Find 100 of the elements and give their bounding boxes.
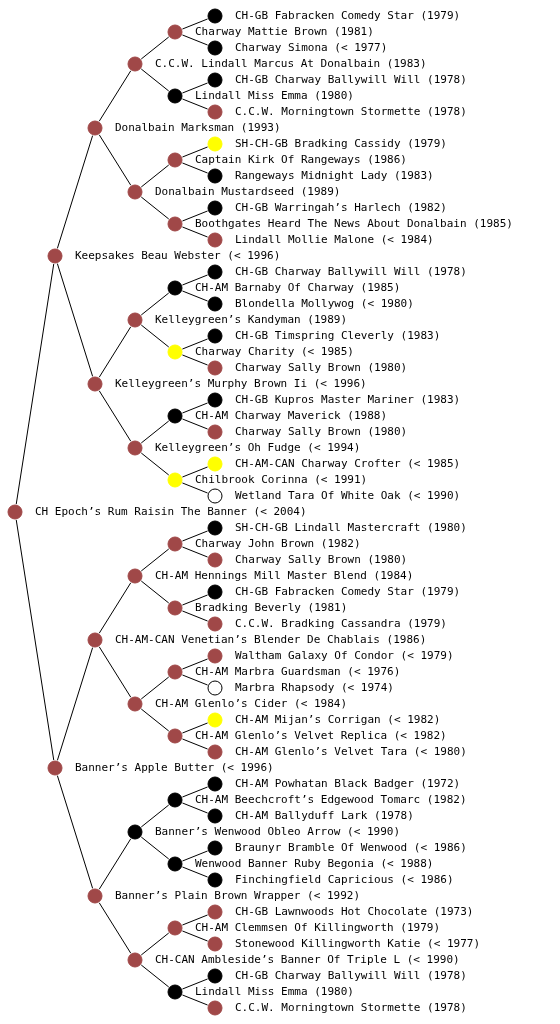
dog-name: Lindall Miss Emma (1980) <box>195 985 354 999</box>
dog-name: Marbra Rhapsody (< 1974) <box>235 681 394 695</box>
dog-name: CH-GB Fabracken Comedy Star (1979) <box>235 9 461 23</box>
dog-name: Wenwood Banner Ruby Begonia (< 1988) <box>195 857 434 871</box>
pedigree-line <box>98 390 132 442</box>
pedigree-line <box>140 580 170 604</box>
dog-name: CH-AM Ballyduff Lark (1978) <box>235 809 414 823</box>
pedigree-line <box>181 146 209 158</box>
pedigree-line <box>181 738 209 750</box>
pedigree-line <box>140 548 170 572</box>
pedigree-line <box>181 994 209 1006</box>
pedigree-line <box>181 274 209 286</box>
dog-name: Charway Sally Brown (1980) <box>235 553 408 567</box>
pedigree-line <box>181 226 209 238</box>
dog-name: CH-GB Charway Ballywill Will (1978) <box>235 265 467 279</box>
pedigree-line <box>181 210 209 222</box>
pedigree-line <box>181 866 209 878</box>
dog-name: SH-CH-GB Bradking Cassidy (1979) <box>235 137 447 151</box>
dog-name: CH-GB Charway Ballywill Will (1978) <box>235 969 467 983</box>
dog-name: CH-AM Beechcroft’s Edgewood Tomarc (1982) <box>195 793 467 807</box>
pedigree-line <box>181 34 209 46</box>
pedigree-line <box>181 978 209 990</box>
pedigree-line <box>140 932 170 956</box>
pedigree-line <box>181 850 209 862</box>
dog-name: Stonewood Killingworth Katie (< 1977) <box>235 937 481 951</box>
dog-name: CH-AM Charway Maverick (1988) <box>195 409 388 423</box>
dog-name: Charway John Brown (1982) <box>195 537 361 551</box>
dog-name: Charway Charity (< 1985) <box>195 345 354 359</box>
pedigree-line <box>181 930 209 942</box>
dog-name: CH-GB Fabracken Comedy Star (1979) <box>235 585 461 599</box>
dog-name: CH-AM Marbra Guardsman (< 1976) <box>195 665 401 679</box>
dog-name: CH-AM Barnaby Of Charway (1985) <box>195 281 401 295</box>
dog-name: Rangeways Midnight Lady (1983) <box>235 169 434 183</box>
dog-name: Lindall Mollie Malone (< 1984) <box>235 233 434 247</box>
pedigree-line <box>98 70 132 122</box>
pedigree-line <box>181 162 209 174</box>
dog-name: Kelleygreen’s Kandyman (1989) <box>155 313 348 327</box>
pedigree-line <box>140 804 170 828</box>
dog-name: C.C.W. Morningtown Stormette (1978) <box>235 1001 467 1015</box>
pedigree-line <box>181 466 209 478</box>
dog-name: Kelleygreen’s Oh Fudge (< 1994) <box>155 441 361 455</box>
dog-name: Waltham Galaxy Of Condor (< 1979) <box>235 649 454 663</box>
dog-name: CH Epoch’s Rum Raisin The Banner (< 2004) <box>35 505 307 519</box>
pedigree-line <box>98 838 132 890</box>
dog-name: CH-AM Mijan’s Corrigan (< 1982) <box>235 713 441 727</box>
dog-name: CH-AM Hennings Mill Master Blend (1984) <box>155 569 414 583</box>
pedigree-line <box>181 82 209 94</box>
pedigree-line <box>181 482 209 494</box>
dog-name: Charway Mattie Brown (1981) <box>195 25 374 39</box>
dog-name: Banner’s Wenwood Obleo Arrow (< 1990) <box>155 825 401 839</box>
dog-name: CH-GB Lawnwoods Hot Chocolate (1973) <box>235 905 474 919</box>
dog-name: CH-GB Kupros Master Mariner (1983) <box>235 393 461 407</box>
pedigree-line <box>140 836 170 860</box>
pedigree-line <box>140 324 170 348</box>
pedigree-line <box>140 676 170 700</box>
dog-name: Banner’s Apple Butter (< 1996) <box>75 761 274 775</box>
pedigree-line <box>56 775 94 889</box>
dog-name: CH-GB Timspring Cleverly (1983) <box>235 329 441 343</box>
pedigree-line <box>181 594 209 606</box>
dog-name: Lindall Miss Emma (1980) <box>195 89 354 103</box>
pedigree-line <box>181 786 209 798</box>
dog-name: Blondella Mollywog (< 1980) <box>235 297 414 311</box>
dog-name: Finchingfield Capricious (< 1986) <box>235 873 454 887</box>
dog-name: Banner’s Plain Brown Wrapper (< 1992) <box>115 889 361 903</box>
pedigree-line <box>181 914 209 926</box>
pedigree-line <box>181 402 209 414</box>
dog-name: CH-AM-CAN Charway Crofter (< 1985) <box>235 457 461 471</box>
dog-name: CH-AM Glenlo’s Velvet Replica (< 1982) <box>195 729 447 743</box>
pedigree-line <box>15 263 55 505</box>
pedigree-line <box>140 164 170 188</box>
pedigree-line <box>181 338 209 350</box>
pedigree-line <box>98 326 132 378</box>
pedigree-line <box>181 18 209 30</box>
pedigree-line <box>140 452 170 476</box>
dog-name: CH-CAN Ambleside’s Banner Of Triple L (< 1990) <box>155 953 460 967</box>
pedigree-line <box>181 98 209 110</box>
pedigree-line <box>140 708 170 732</box>
pedigree-line <box>181 802 209 814</box>
pedigree-line <box>181 354 209 366</box>
pedigree-line <box>181 290 209 302</box>
pedigree-line <box>140 292 170 316</box>
dog-name: Captain Kirk Of Rangeways (1986) <box>195 153 407 167</box>
dog-name: Keepsakes Beau Webster (< 1996) <box>75 249 281 263</box>
dog-name: Boothgates Heard The News About Donalbain (1985) <box>195 217 513 231</box>
pedigree-line <box>181 674 209 686</box>
pedigree-line <box>181 610 209 622</box>
dog-name: Donalbain Marksman (1993) <box>115 121 281 135</box>
pedigree-line <box>181 530 209 542</box>
dog-name: Charway Simona (< 1977) <box>235 41 388 55</box>
pedigree-line <box>98 902 132 954</box>
dog-name: C.C.W. Lindall Marcus At Donalbain (1983) <box>155 57 427 71</box>
pedigree-line <box>140 964 170 988</box>
dog-name: CH-AM-CAN Venetian’s Blender De Chablais (1986) <box>115 633 427 647</box>
pedigree-line <box>181 722 209 734</box>
dog-name: C.C.W. Morningtown Stormette (1978) <box>235 105 467 119</box>
dog-name: CH-AM Glenlo’s Cider (< 1984) <box>155 697 348 711</box>
pedigree-line <box>98 134 132 186</box>
dog-name: Chilbrook Corinna (< 1991) <box>195 473 368 487</box>
dog-name: Charway Sally Brown (1980) <box>235 425 408 439</box>
pedigree-line <box>181 546 209 558</box>
